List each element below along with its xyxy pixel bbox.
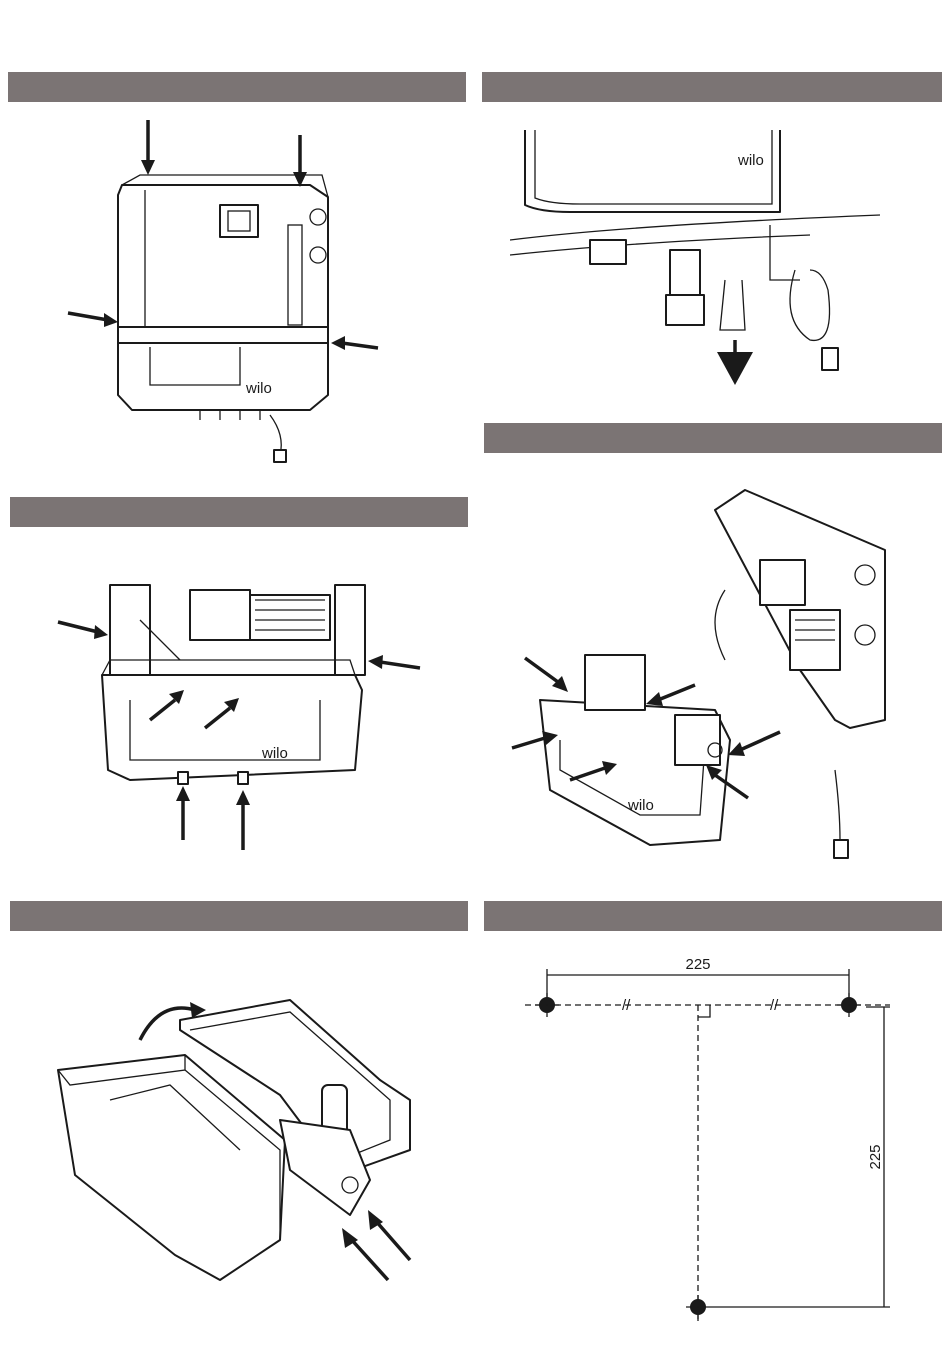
figure-mounting-dimensions: 225 // // 225 (510, 945, 930, 1345)
mounting-hole-top-left (535, 993, 559, 1017)
parallel-mark-left: // (622, 997, 631, 1014)
figure-tank-removal: wilo (500, 470, 900, 870)
wilo-logo-4: wilo (627, 797, 654, 814)
wilo-logo-3: wilo (261, 745, 288, 762)
dimension-horizontal: 225 (685, 956, 710, 973)
section-header-bar-1 (8, 72, 466, 102)
mounting-hole-top-right (837, 993, 861, 1017)
section-header-bar-4 (10, 497, 468, 527)
figure-unit-closed: wilo (60, 115, 390, 475)
dimension-vertical: 225 (867, 1144, 884, 1169)
parallel-mark-right: // (770, 997, 779, 1014)
figure-tank-halves (50, 990, 430, 1290)
section-header-bar-2 (482, 72, 942, 102)
figure-unit-opened: wilo (50, 580, 430, 855)
section-header-bar-5 (10, 901, 468, 931)
mounting-hole-bottom (686, 1295, 710, 1319)
wilo-logo-2: wilo (737, 152, 764, 169)
section-header-bar-6 (484, 901, 942, 931)
wilo-logo-1: wilo (245, 380, 272, 397)
section-header-bar-3 (484, 423, 942, 453)
figure-unit-underside: wilo (510, 130, 890, 405)
